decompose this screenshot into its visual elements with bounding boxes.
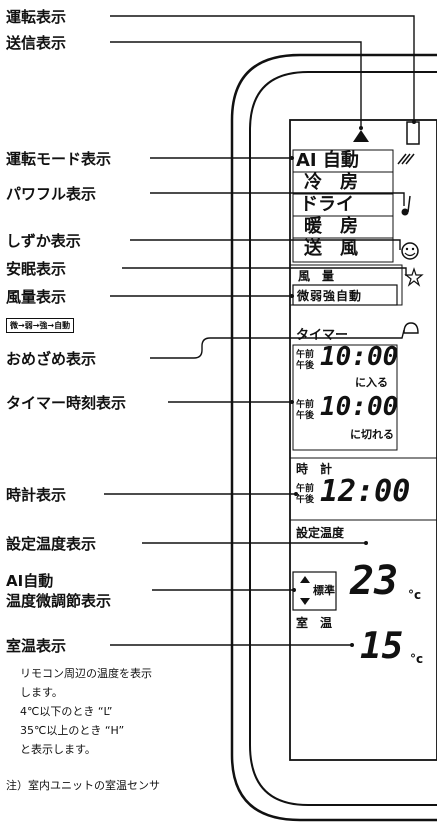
label-sleep: 安眠表示	[6, 260, 67, 278]
label-room-temp: 室温表示	[6, 637, 67, 655]
clock-ampm: 午前 午後	[296, 484, 315, 505]
label-wake: おめざめ表示	[6, 350, 97, 368]
quiet-smiley-icon	[401, 242, 419, 260]
mode-box-outline	[292, 149, 394, 263]
clock-time: 12:00	[320, 474, 411, 509]
set-temp-unit: °c	[408, 588, 422, 602]
room-temp-unit: °c	[410, 652, 424, 666]
timer-on-ampm: 午前 午後	[296, 350, 315, 371]
timer-off-label: に切れる	[350, 428, 394, 441]
fan-title: 風 量	[298, 269, 335, 283]
mode-dry: ドライ	[300, 194, 354, 215]
transmit-triangle-icon	[353, 130, 369, 142]
clock-title: 時 計	[296, 462, 333, 476]
display-panel-outline	[289, 119, 437, 761]
remote-outer-outline	[230, 53, 437, 822]
label-clock: 時計表示	[6, 486, 67, 504]
mode-fan: 送 風	[304, 238, 358, 259]
fan-cycle-4: 自動	[54, 321, 71, 330]
label-fan: 風量表示	[6, 288, 67, 306]
set-temp-title: 設定温度	[296, 526, 345, 540]
label-ai-adjust-2: 温度微調節表示	[6, 592, 112, 610]
label-ai-adjust-1: AI自動	[6, 572, 54, 590]
timer-on-time: 10:00	[320, 342, 399, 372]
fan-cycle-sequence: 微→弱→強→自動	[6, 318, 75, 333]
wake-alarm-icon	[403, 322, 419, 334]
standard-label: 標準	[313, 584, 335, 597]
timer-off-time: 10:00	[320, 392, 399, 422]
label-timer-time: タイマー時刻表示	[6, 394, 127, 412]
mode-heat: 暖 房	[304, 216, 358, 237]
powerful-icon	[401, 208, 409, 216]
set-temp-value: 23	[350, 558, 399, 604]
label-powerful: パワフル表示	[6, 185, 97, 203]
fan-options: 微弱強自動	[297, 289, 363, 303]
note-line3: 4℃以下のとき “L”	[20, 705, 113, 718]
sleep-star-icon	[404, 267, 424, 287]
leader-lines	[104, 15, 415, 646]
fan-cycle-3: 強	[39, 321, 48, 330]
label-set-temp: 設定温度表示	[6, 535, 97, 553]
note-line5: と表示します。	[20, 743, 96, 756]
operation-lamp-icon	[406, 121, 420, 145]
timer-title: タイマー	[296, 328, 349, 343]
mode-ai-auto: AI 自動	[296, 150, 359, 171]
timer-box-outline	[292, 344, 398, 451]
label-mode: 運転モード表示	[6, 150, 112, 168]
fan-cycle-2: 弱	[24, 321, 33, 330]
timer-on-label: に入る	[355, 376, 388, 389]
down-arrow-icon	[300, 598, 310, 605]
up-arrow-icon	[300, 576, 310, 583]
label-operation: 運転表示	[6, 8, 67, 26]
timer-off-ampm: 午前 午後	[296, 400, 315, 421]
note-line1: リモコン周辺の温度を表示	[20, 667, 152, 680]
room-title: 室 温	[296, 616, 333, 630]
note-footnote: 注）室内ユニットの室温センサ	[6, 779, 160, 792]
remote-inner-outline	[249, 71, 437, 806]
room-temp-value: 15	[360, 626, 404, 667]
fan-cycle-1: 微	[10, 321, 18, 330]
label-quiet: しずか表示	[6, 232, 81, 250]
note-line2: します。	[20, 686, 63, 699]
note-line4: 35℃以上のとき “H”	[20, 724, 125, 737]
label-transmit: 送信表示	[6, 34, 67, 52]
mode-cool: 冷 房	[304, 172, 358, 193]
